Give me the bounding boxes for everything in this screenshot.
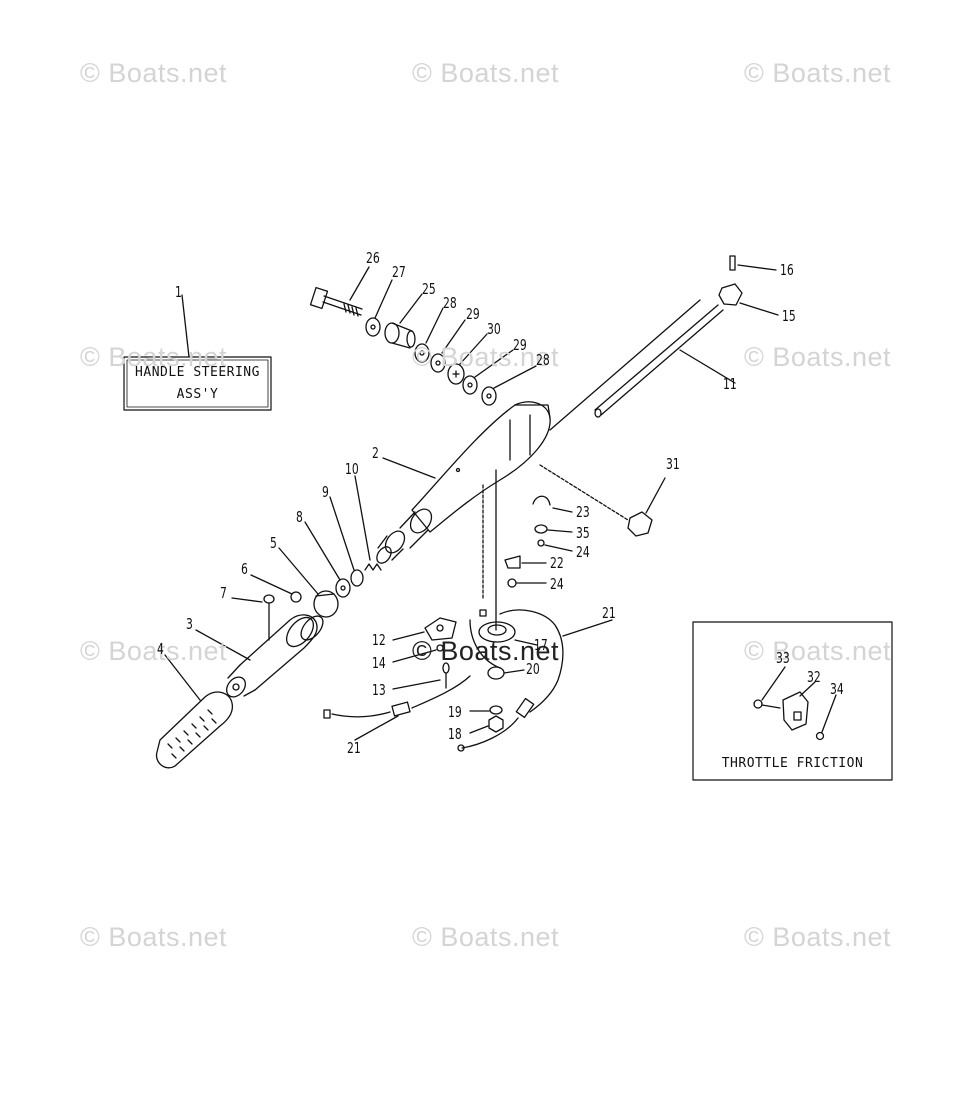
callout-number: 8 [296,508,303,526]
handle-body-2 [376,401,551,564]
nut-18 [488,715,504,733]
callout-number: 15 [782,307,796,325]
watermark: © Boats.net [744,922,891,952]
handle-steering-box [123,356,272,411]
callout-number: 5 [270,534,277,552]
nut-34 [815,731,825,741]
collar-9 [350,569,364,587]
screw-33 [753,699,781,709]
callout-number: 11 [723,375,737,393]
callout-number: 1 [175,283,182,301]
washer-28b [481,386,497,406]
watermark: © Boats.net [80,58,227,88]
washer-19 [489,705,503,715]
throttle-friction-label: THROTTLE FRICTION [721,756,864,771]
clamp-5 [313,590,339,618]
washer-35 [534,524,548,534]
washer-29 [430,353,446,373]
cable-21-upper [457,609,564,752]
nut-6 [290,591,302,603]
bracket-12 [424,617,457,641]
watermark: © Boats.net [412,58,559,88]
handle-steering-label: HANDLE STEERING [135,365,260,380]
washer-30 [447,363,465,385]
pin-16 [729,255,736,271]
callout-number: 24 [576,543,590,561]
callout-number: 16 [780,261,794,279]
callout-number: 3 [186,615,193,633]
screw-24 [537,539,545,547]
block-32 [782,691,809,731]
callout-number: 28 [536,351,550,369]
cable-21-lower [323,675,471,719]
callout-number: 34 [830,680,844,698]
callout-number: 25 [422,280,436,298]
callout-number: 10 [345,460,359,478]
callout-number: 31 [666,455,680,473]
callout-number: 19 [448,703,462,721]
screw-7 [263,594,275,641]
watermark: © Boats.net [744,342,891,372]
callout-number: 30 [487,320,501,338]
callout-number: 13 [372,681,386,699]
nut-31 [627,511,653,537]
sleeve-25 [384,322,416,349]
watermark: © Boats.net [412,636,559,666]
watermark: © Boats.net [80,342,227,372]
grip-4 [155,691,234,769]
callout-number: 29 [513,336,527,354]
callout-number: 7 [220,584,227,602]
watermark: © Boats.net [412,342,559,372]
shaft-11 [594,304,724,418]
washer-28 [414,343,430,363]
plate-22 [504,555,521,569]
knob-15 [718,283,743,306]
callout-number: 6 [241,560,248,578]
watermark: © Boats.net [744,636,891,666]
callout-number: 21 [347,739,361,757]
washer-27 [365,317,381,337]
clip-23 [532,495,551,506]
callout-number: 20 [526,660,540,678]
watermark: © Boats.net [412,922,559,952]
friction-plate-17 [469,609,516,669]
callout-number: 24 [550,575,564,593]
screw-24b [507,578,517,588]
throttle-friction-box [692,621,893,781]
callout-number: 26 [366,249,380,267]
callout-number: 22 [550,554,564,572]
callout-number: 12 [372,631,386,649]
callout-number: 18 [448,725,462,743]
callout-number: 17 [534,636,548,654]
screw-13 [442,662,450,689]
watermark: © Boats.net [744,58,891,88]
callout-number: 32 [807,668,821,686]
washer-29b [462,375,478,395]
callout-number: 23 [576,503,590,521]
nut-14 [436,644,444,652]
washer-20 [487,666,505,680]
watermark: © Boats.net [80,922,227,952]
callout-number: 33 [776,649,790,667]
callout-number: 29 [466,305,480,323]
callout-number: 2 [372,444,379,462]
washer-8 [335,578,351,598]
throttle-tube-3 [225,614,324,698]
watermark: © Boats.net [80,636,227,666]
callout-number: 35 [576,524,590,542]
callout-number: 4 [157,640,164,658]
callout-number: 14 [372,654,386,672]
callout-number: 9 [322,483,329,501]
callout-number: 27 [392,263,406,281]
handle-steering-sublabel: ASS'Y [176,387,219,402]
bolt-26 [309,286,363,317]
callout-number: 28 [443,294,457,312]
spring-10 [364,563,382,571]
callout-number: 21 [602,604,616,622]
